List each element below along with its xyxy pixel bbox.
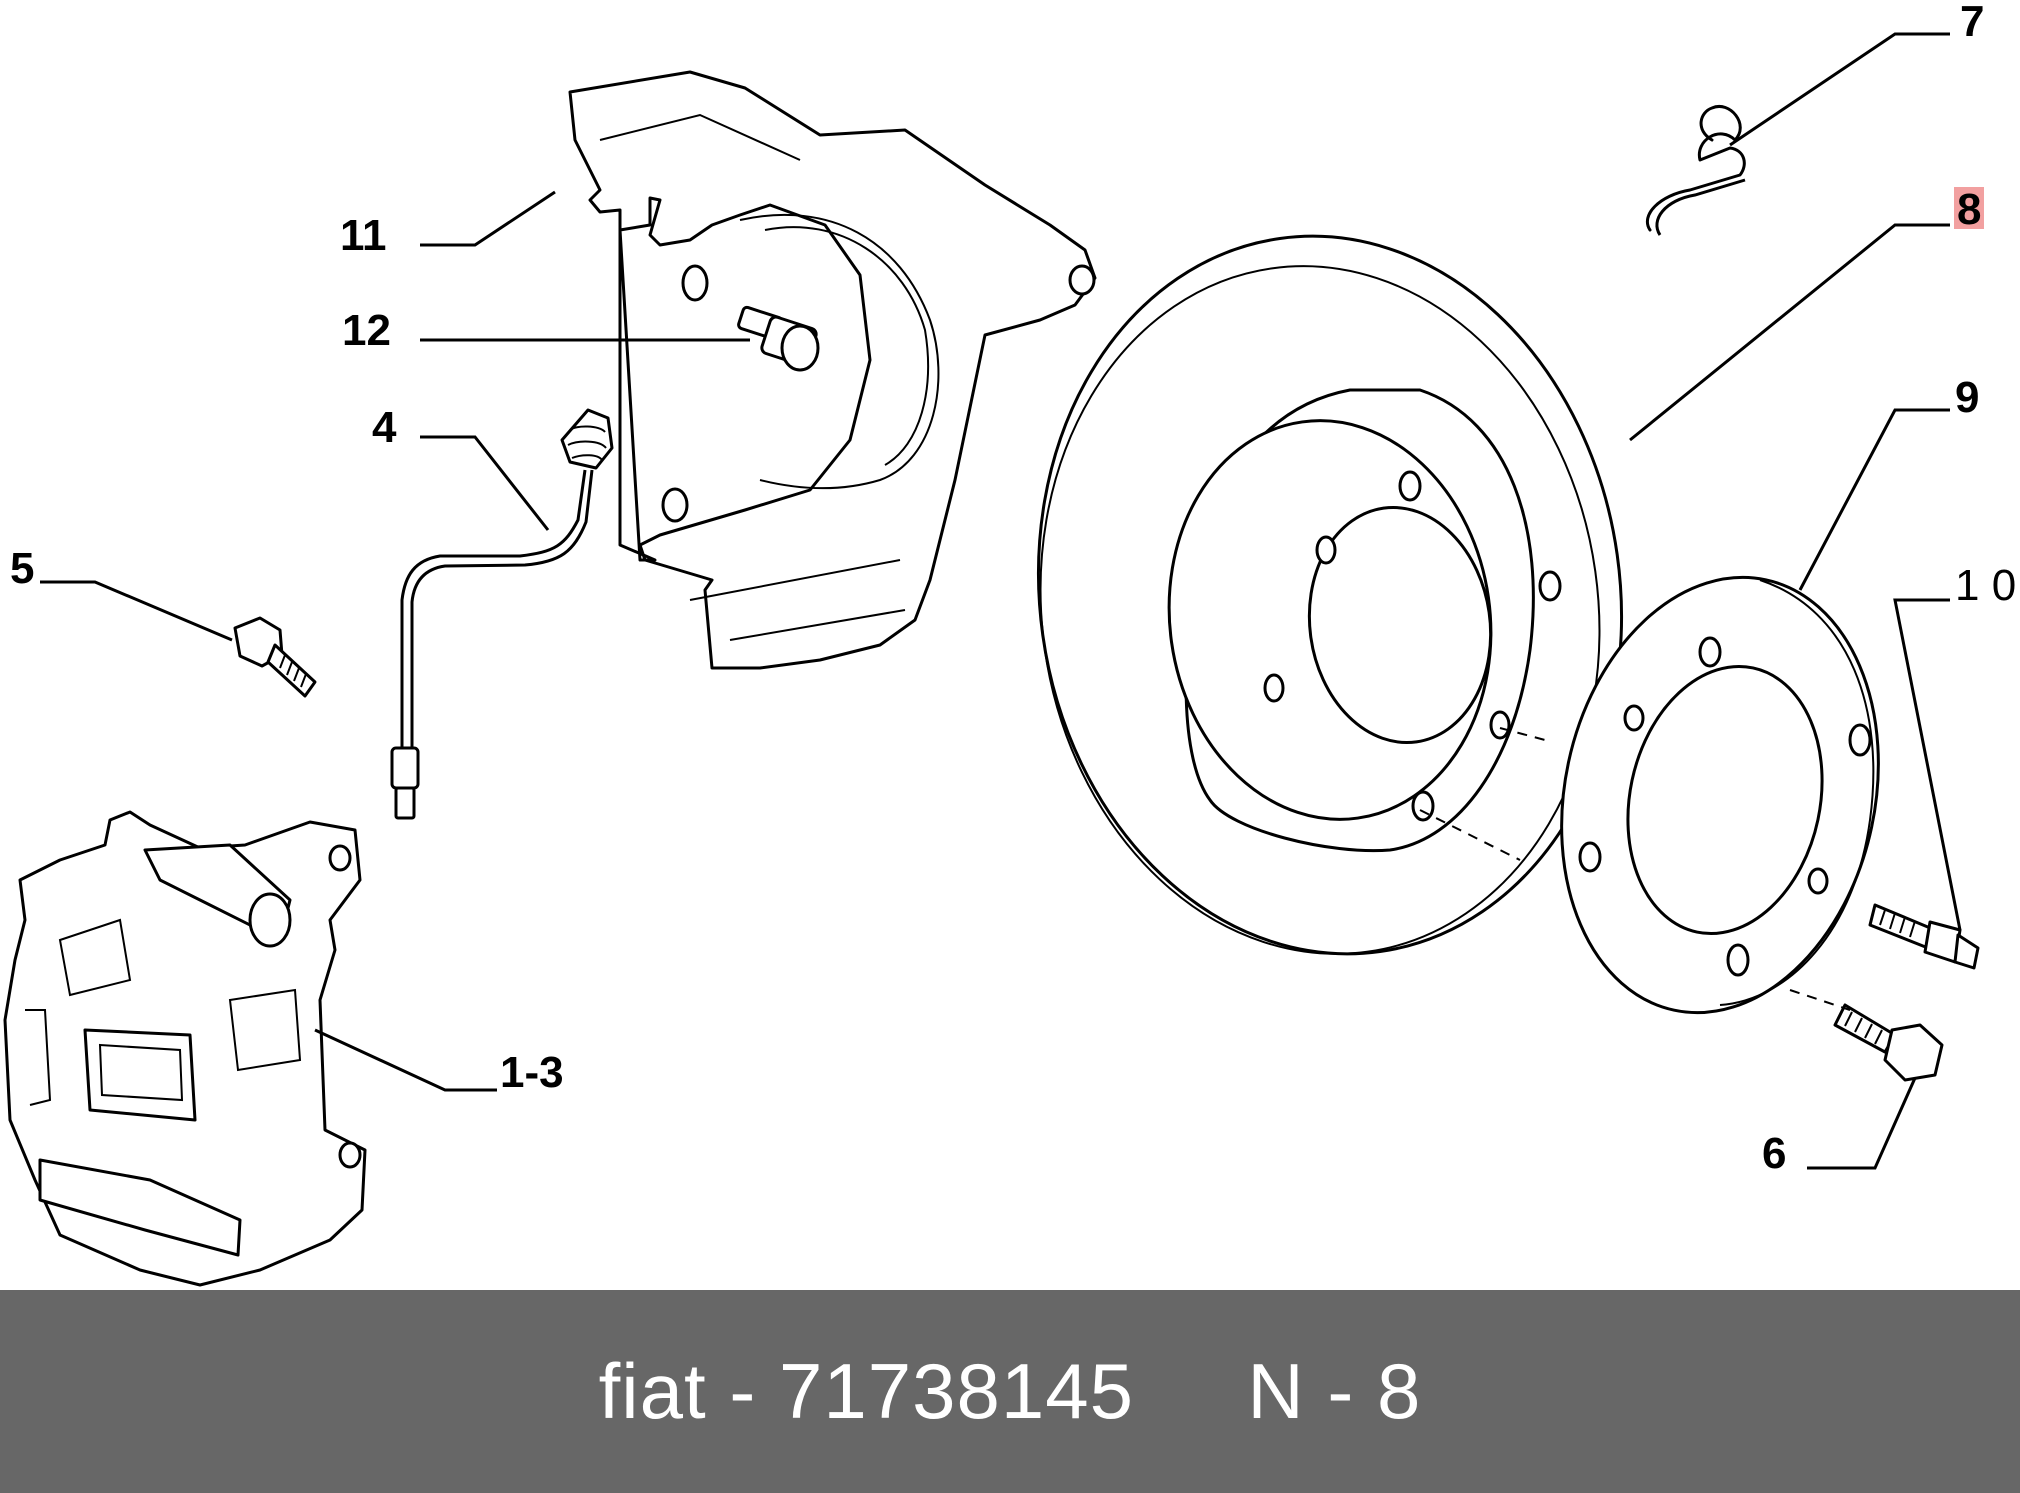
spring-clip-drawing xyxy=(1646,105,1746,236)
callout-11: 11 xyxy=(340,211,387,260)
leader-lines xyxy=(40,32,1962,1170)
spacer-ring-drawing xyxy=(1560,575,1880,1015)
callout-10: 1 0 xyxy=(1955,561,2016,610)
callout-7: 7 xyxy=(1960,0,1984,46)
diagram-canvas: 11 12 4 5 1-3 7 8 9 1 0 6 xyxy=(3,0,2016,1287)
callout-8: 8 xyxy=(1957,185,1981,234)
callout-1-3: 1-3 xyxy=(500,1048,564,1097)
callout-4: 4 xyxy=(372,403,397,452)
callout-8-highlight xyxy=(1954,187,1984,229)
part-number-footer: fiat - 71738145 N - 8 xyxy=(0,1290,2020,1493)
footer-caption: fiat - 71738145 N - 8 xyxy=(598,1347,1422,1435)
brake-shield-drawing xyxy=(568,70,1097,670)
brake-caliper-drawing xyxy=(3,810,367,1287)
wear-sensor-4-drawing xyxy=(390,408,614,820)
bolt-12-drawing xyxy=(737,305,820,372)
callout-labels: 11 12 4 5 1-3 7 8 9 1 0 6 xyxy=(10,0,2016,1178)
bolt-5-drawing xyxy=(233,616,317,698)
bolt-6-drawing xyxy=(1789,989,1944,1082)
callout-6: 6 xyxy=(1762,1129,1786,1178)
exploded-parts-diagram: 11 12 4 5 1-3 7 8 9 1 0 6 xyxy=(3,0,2016,1287)
stud-10-drawing xyxy=(1868,903,1980,970)
brake-disc-drawing xyxy=(1036,234,1624,956)
callout-9: 9 xyxy=(1955,373,1979,422)
callout-12: 12 xyxy=(342,306,391,355)
callout-5: 5 xyxy=(10,544,34,593)
